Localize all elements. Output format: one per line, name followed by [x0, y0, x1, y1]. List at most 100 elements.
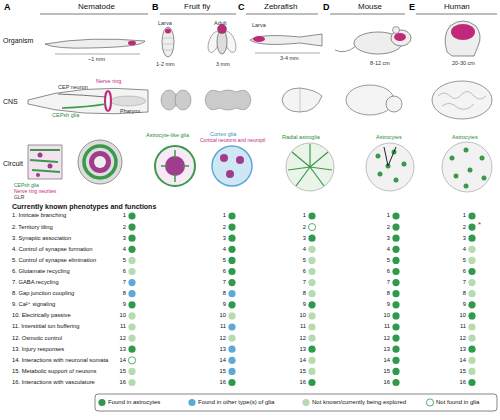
art-shape — [376, 154, 381, 159]
row-number: 16 — [212, 379, 226, 385]
status-dot — [128, 312, 135, 319]
status-dot — [128, 268, 135, 275]
row-number: 10 — [376, 312, 390, 318]
status-dot — [128, 224, 135, 231]
panel-letter: C — [238, 3, 245, 13]
function-label: 4. Control of synapse formation — [12, 246, 93, 252]
fly-larva — [162, 27, 174, 57]
row-number: 4 — [376, 246, 390, 252]
row-number: 2 — [112, 224, 126, 230]
status-dot — [468, 224, 475, 231]
ring-cross — [78, 140, 122, 184]
legend-text: Found in other type(s) of glia — [198, 399, 274, 406]
row-number: 14 — [376, 357, 390, 363]
scale-bar — [255, 53, 320, 54]
cep-neuron — [58, 94, 106, 97]
row-number: 2 — [452, 224, 466, 230]
row-number: 15 — [112, 368, 126, 374]
status-dot — [128, 257, 135, 264]
status-dot — [392, 246, 399, 253]
status-dot — [468, 301, 475, 308]
status-dot — [128, 346, 135, 353]
row-number: 5 — [376, 257, 390, 263]
fish-brain-outline — [282, 88, 322, 112]
row-number: 12 — [292, 335, 306, 341]
status-dot — [228, 312, 235, 319]
art-shape — [464, 148, 469, 153]
status-dot — [468, 235, 475, 242]
row-number: 16 — [452, 379, 466, 385]
status-dot — [128, 357, 135, 364]
status-dot — [308, 290, 315, 297]
status-dot — [392, 257, 399, 264]
section-title: Currently known phenotypes and functions — [12, 203, 156, 211]
row-number: 11 — [292, 323, 306, 329]
status-dot — [228, 335, 235, 342]
row-number: 10 — [452, 312, 466, 318]
stage-label: Larva — [252, 22, 266, 28]
human-head — [445, 21, 480, 56]
row-number: 9 — [112, 301, 126, 307]
status-dot — [228, 301, 235, 308]
row-number: 12 — [112, 335, 126, 341]
status-dot — [468, 346, 475, 353]
function-label: 16. Interactions with vasculature — [12, 379, 95, 385]
legend-text: Found in astrocytes — [108, 399, 160, 406]
art-shape — [40, 14, 148, 15]
callout: CEP neuron — [58, 84, 88, 90]
worm-circuit — [28, 145, 62, 179]
row-number: 7 — [212, 279, 226, 285]
pharynx — [110, 96, 146, 106]
row-number: 1 — [292, 212, 306, 218]
status-dot — [228, 346, 235, 353]
row-number: 10 — [112, 312, 126, 318]
function-label: 10. Electrically passive — [12, 312, 71, 318]
nerve-ring — [105, 91, 111, 111]
column-header: Human — [444, 3, 470, 12]
astrocytes — [376, 150, 407, 183]
gyri — [438, 91, 486, 109]
status-dot — [392, 379, 399, 386]
column-header: Nematode — [78, 3, 115, 12]
status-dot — [308, 212, 315, 219]
row-number: 6 — [112, 268, 126, 274]
status-dot — [392, 290, 399, 297]
row-number: 10 — [292, 312, 306, 318]
asterisk: * — [478, 221, 481, 230]
legend-swatch — [188, 399, 195, 406]
status-dot — [308, 268, 315, 275]
art-shape — [402, 162, 407, 167]
neurite-ring — [89, 151, 111, 173]
callout: Radial astroglia — [282, 134, 320, 140]
status-dot — [128, 235, 135, 242]
function-label: 13. Injury responses — [12, 346, 64, 352]
status-dot — [228, 368, 235, 375]
status-dot — [468, 323, 475, 330]
status-dot — [468, 335, 475, 342]
callout: Cortex glia — [210, 131, 236, 137]
astrocytes — [450, 148, 487, 189]
status-dot — [128, 246, 135, 253]
worm-head — [28, 88, 148, 113]
row-number: 7 — [376, 279, 390, 285]
human-circuit — [442, 142, 492, 192]
function-label: 6. Glutamate recycling — [12, 268, 70, 274]
art-shape — [378, 172, 383, 177]
status-dot — [228, 257, 235, 264]
status-dot — [308, 301, 315, 308]
row-number: 4 — [452, 246, 466, 252]
cepsh-glia — [62, 104, 106, 108]
row-number: 13 — [292, 346, 306, 352]
row-number: 10 — [212, 312, 226, 318]
art-shape — [482, 176, 487, 181]
function-label: 5. Control of synapse elimination — [12, 257, 96, 263]
status-dot — [392, 268, 399, 275]
row-number: 6 — [292, 268, 306, 274]
status-dot — [228, 212, 235, 219]
row-number: 1 — [452, 212, 466, 218]
row-number: 6 — [376, 268, 390, 274]
row-number: 2 — [212, 224, 226, 230]
row-number: 9 — [292, 301, 306, 307]
row-number: 15 — [376, 368, 390, 374]
legend-swatch — [98, 399, 105, 406]
